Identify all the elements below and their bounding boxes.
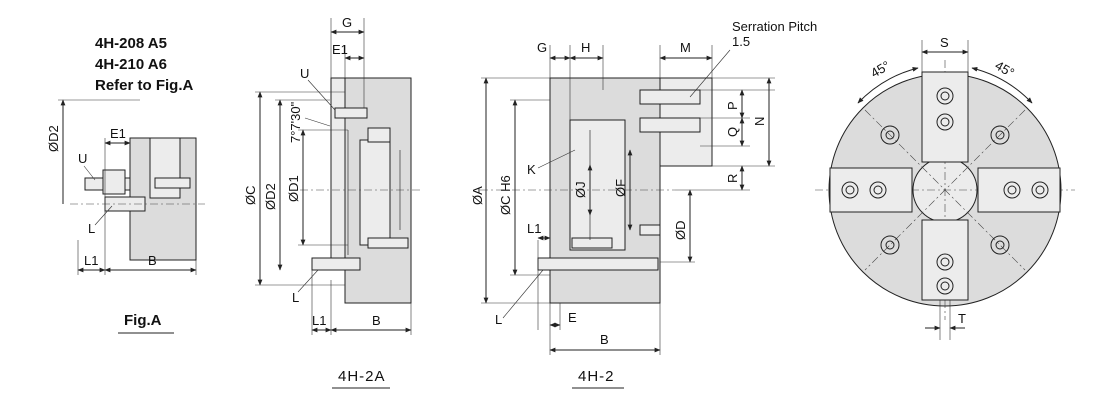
view-2a-u-label: U	[300, 66, 309, 81]
front-view: S 45° 45° T	[815, 35, 1075, 340]
view-2-caption: 4H-2	[578, 368, 615, 385]
front-jaw-top	[921, 71, 969, 163]
view-2-h-label: H	[581, 40, 590, 55]
view-2a-l1-label: L1	[312, 313, 326, 328]
view-2a-b-label: B	[372, 313, 381, 328]
view-2a-l-label: L	[292, 290, 299, 305]
fig-a-screw	[154, 177, 191, 189]
fig-a-l1-label: L1	[84, 253, 98, 268]
view-2-a-label: ØA	[470, 186, 485, 205]
view-2a-caption: 4H-2A	[338, 368, 386, 385]
view-2-l1-label: L1	[527, 221, 541, 236]
fig-a-e1-label: E1	[110, 126, 126, 141]
view-2-p-label: P	[725, 101, 740, 110]
view-2-screw-2	[639, 224, 661, 236]
view-2a-e1-label: E1	[332, 42, 348, 57]
front-angle-left: 45°	[868, 58, 893, 81]
view-2-serration-2	[639, 117, 701, 133]
view-2-piston	[569, 119, 626, 251]
view-2-r-label: R	[725, 174, 740, 183]
serration-pitch-label: Serration Pitch	[732, 19, 817, 34]
view-2-f-label: ØF	[613, 179, 628, 197]
fig-a-jaw	[149, 137, 181, 199]
view-2-d-label: ØD	[673, 221, 688, 241]
view-2-serration-1	[639, 89, 701, 105]
view-2a-bolt-u	[334, 107, 368, 119]
note-line-1: 4H-208 A5	[95, 35, 167, 52]
front-t-label: T	[958, 311, 966, 326]
view-2-l-label: L	[495, 312, 502, 327]
front-jaw-right	[977, 167, 1061, 213]
view-2-ch6-label: ØC H6	[498, 175, 513, 215]
front-s-label: S	[940, 35, 949, 50]
view-2a-d2-label: ØD2	[263, 183, 278, 210]
fig-a-bolt-head	[102, 169, 126, 195]
view-2-e-label: E	[568, 310, 577, 325]
view-2-q-label: Q	[725, 127, 740, 137]
view-2a-flange	[330, 77, 346, 269]
view-2a-d1-label: ØD1	[286, 175, 301, 202]
view-2a-g-label: G	[342, 15, 352, 30]
front-jaw-left	[829, 167, 913, 213]
note-line-2: 4H-210 A6	[95, 56, 167, 73]
view-4h-2: ØA ØC H6 ØJ ØF ØD K G H M Serration Pitc…	[470, 19, 817, 389]
view-4h-2a: ØC ØD2 ØD1 7°7'30" G E1 U L L1 B	[243, 15, 420, 389]
note-line-3: Refer to Fig.A	[95, 77, 194, 94]
view-2a-piston	[359, 139, 391, 246]
fig-a-view: ØD2 E1 U L L1 B Fig.A	[46, 99, 205, 334]
view-2-g-label: G	[537, 40, 547, 55]
view-2-j-label: ØJ	[573, 181, 588, 198]
serration-pitch-value: 1.5	[732, 34, 750, 49]
fig-a-u-label: U	[78, 151, 87, 166]
view-2a-angle-label: 7°7'30"	[288, 101, 303, 143]
fig-a-caption: Fig.A	[124, 312, 162, 329]
front-bolt-holes	[841, 87, 1049, 295]
fig-a-l-label: L	[88, 221, 95, 236]
view-2a-bolt-l	[311, 257, 361, 271]
view-2-bolt-l	[537, 257, 659, 271]
view-2a-c-label: ØC	[243, 186, 258, 206]
front-jaw-bottom	[921, 219, 969, 301]
view-2a-jaw-top	[367, 127, 391, 143]
view-2-k-label: K	[527, 162, 536, 177]
view-2-m-label: M	[680, 40, 691, 55]
view-2a-screw	[367, 237, 409, 249]
view-2-b-label: B	[600, 332, 609, 347]
view-2-n-label: N	[752, 117, 767, 126]
fig-a-b-label: B	[148, 253, 157, 268]
view-2-screw	[571, 237, 613, 249]
fig-a-d2-label: ØD2	[46, 125, 61, 152]
model-note: 4H-208 A5 4H-210 A6 Refer to Fig.A	[95, 35, 194, 94]
